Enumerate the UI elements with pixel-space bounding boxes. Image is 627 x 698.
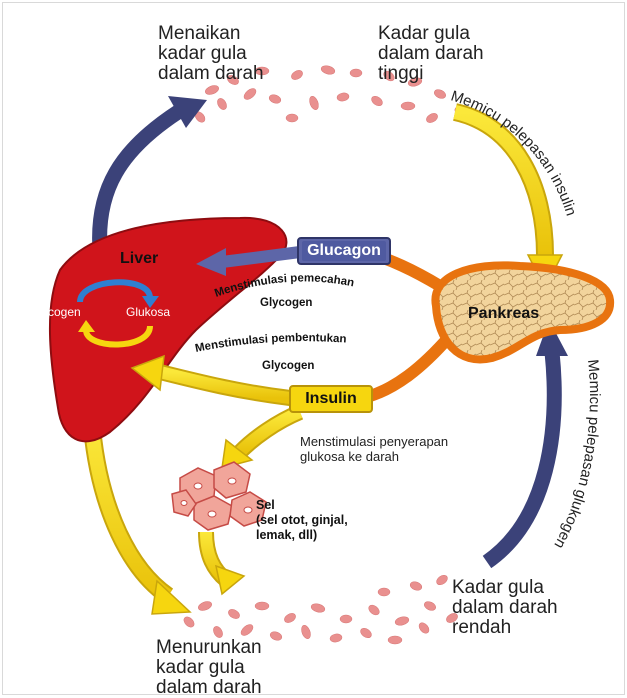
label-kadar-tinggi: Kadar gula dalam darah tinggi — [378, 24, 484, 84]
label-menaikan: Menaikan kadar gula dalam darah — [158, 24, 264, 84]
label-sel: Sel (sel otot, ginjal, lemak, dll) — [256, 498, 348, 543]
label-stim-pembentukan-line2: Glycogen — [262, 360, 314, 372]
label-glukosa: Glukosa — [126, 305, 170, 319]
label-glycogen: Glycogen — [30, 305, 81, 319]
label-kadar-rendah: Kadar gula dalam darah rendah — [452, 578, 558, 638]
arrow-insulin-to-cells — [222, 412, 300, 468]
label-insulin: Insulin — [290, 390, 372, 408]
label-stim-pembentukan-line1: Menstimulasi pembentukan — [194, 332, 347, 355]
label-stim-pemecahan-line2: Glycogen — [260, 297, 312, 309]
label-menurunkan: Menurunkan kadar gula dalam darah — [156, 638, 262, 698]
arrow-liver-to-bottom — [92, 428, 190, 614]
label-glucagon: Glucagon — [302, 242, 386, 260]
cells-cluster — [172, 462, 266, 530]
label-stim-penyerapan: Menstimulasi penyerapan glukosa ke darah — [300, 434, 448, 464]
arrow-cells-to-bottom — [206, 532, 244, 594]
label-pankreas: Pankreas — [468, 305, 539, 323]
label-liver: Liver — [120, 250, 158, 268]
